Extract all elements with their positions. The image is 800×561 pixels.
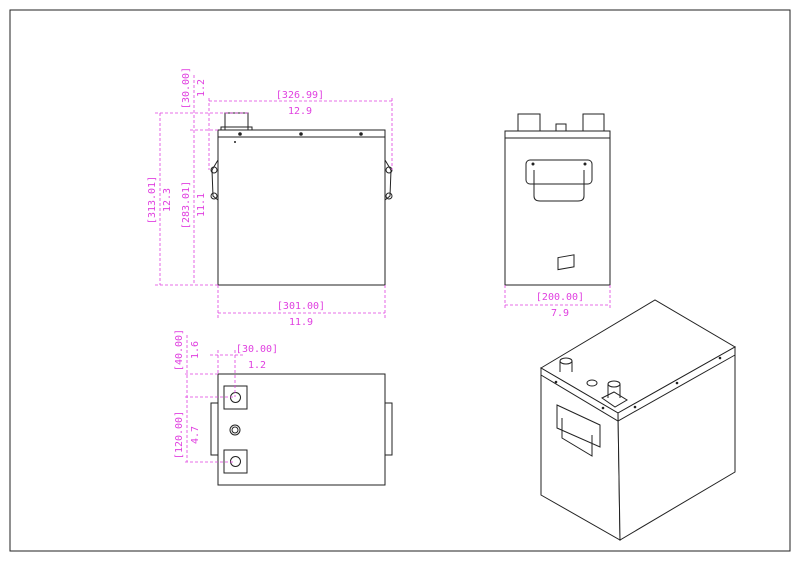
iso-lid-edge	[540, 354, 736, 422]
dim-terminal-spacing-mm: [120.00]	[174, 411, 185, 459]
vent-cap-inner	[231, 426, 239, 434]
battery-body	[217, 136, 386, 286]
dim-terminal-offset-y-in: 1.6	[190, 341, 201, 359]
vent-cap	[555, 123, 567, 132]
terminal-post	[230, 456, 241, 467]
drawing-border	[9, 9, 791, 552]
handle-plate	[525, 159, 593, 185]
screw	[299, 132, 303, 136]
dim-terminal-offset-y-mm: [40.00]	[174, 329, 185, 371]
iso-handle	[561, 418, 593, 457]
side-view: [200.00] 7.9	[504, 113, 611, 319]
dim-body-width-mm: [301.00]	[277, 301, 325, 312]
iso-terminal	[557, 254, 575, 271]
dim-body-height-in: 11.1	[196, 193, 207, 217]
iso-handle-plate	[556, 404, 601, 448]
terminal-positive	[223, 385, 248, 410]
screw	[633, 405, 637, 409]
handle-left	[211, 159, 219, 201]
terminal-negative	[223, 449, 248, 474]
isometric-view	[540, 254, 737, 541]
dim-body-width-in: 11.9	[289, 317, 313, 328]
dim-terminal-offset-x-mm: [30.00]	[236, 344, 278, 355]
screw	[675, 381, 679, 385]
vent-cap	[229, 424, 241, 436]
handle-pivot	[210, 166, 218, 174]
dim-overall-width-mm: [326.99]	[276, 90, 324, 101]
battery-top	[217, 373, 386, 486]
iso-terminal-base	[601, 391, 628, 408]
handle-left	[210, 402, 219, 456]
handle-pivot	[210, 192, 218, 200]
screw	[359, 132, 363, 136]
dim-terminal-height-mm: [30.00]	[181, 67, 192, 109]
iso-side-face	[617, 346, 736, 541]
screw	[234, 141, 236, 143]
dim-overall-height-in: 12.3	[162, 188, 173, 212]
dim-overall-width-in: 12.9	[288, 106, 312, 117]
handle	[533, 170, 585, 202]
dim-body-height-mm: [283.01]	[181, 181, 192, 229]
dim-depth-mm: [200.00]	[536, 292, 584, 303]
handle-right	[384, 159, 392, 201]
top-view: [40.00] 1.6 [120.00] 4.7 [30.00] 1.2	[174, 329, 393, 486]
terminal	[517, 113, 541, 132]
dim-terminal-offset-x-in: 1.2	[248, 360, 266, 371]
handle-pivot	[385, 192, 393, 200]
dim-terminal-height-in: 1.2	[196, 79, 207, 97]
iso-vent-cap	[586, 379, 598, 387]
battery-body	[504, 130, 611, 286]
handle-right	[384, 402, 393, 456]
terminal	[582, 113, 605, 132]
screw	[238, 132, 242, 136]
dim-terminal-spacing-in: 4.7	[190, 426, 201, 444]
dim-depth-in: 7.9	[551, 308, 569, 319]
front-view: [326.99] 12.9 [313.01] 12.3 [283.01] 11.…	[147, 67, 393, 328]
screw	[554, 380, 558, 384]
screw	[601, 406, 605, 410]
screw	[718, 356, 722, 360]
terminal-post	[230, 392, 241, 403]
screw	[531, 162, 535, 166]
screw	[583, 162, 587, 166]
dim-overall-height-mm: [313.01]	[147, 176, 158, 224]
